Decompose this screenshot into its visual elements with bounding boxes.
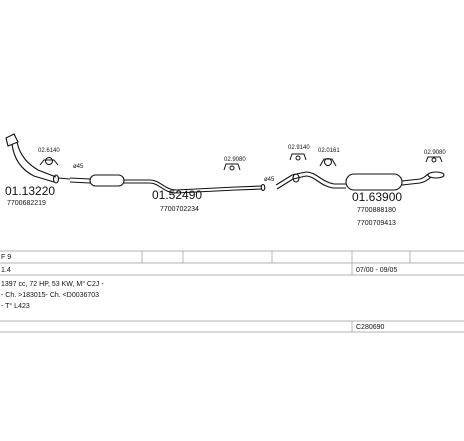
part-number-rear-silencer: 01.63900 [352,190,402,204]
oem-number-rear-silencer-2: 7700709413 [357,220,396,227]
system-number-cell: C280690 [356,324,385,331]
chassis-cell: - Ch. >183015- Ch. <D0036703 [1,292,99,299]
clamp-icon-2 [319,158,337,167]
hanger-icon [289,153,307,161]
engine-cell: 1397 cc, 72 HP, 53 KW, M° C2J - [1,280,104,288]
oem-number-rear-silencer-1: 7700888180 [357,207,396,214]
part-intermediate-pipe [235,183,266,192]
part-downpipe [5,133,71,184]
part-rear-silencer [275,171,445,191]
model-cell: F 9 [1,254,11,261]
diameter-label-2: ø45 [264,177,275,183]
part-front-silencer [69,174,237,194]
period-cell: 07/00 - 09/05 [356,267,397,274]
fitting-label-3: 02.9140 [288,145,310,151]
fitting-label-4: 02.0161 [318,148,340,154]
part-number-front-silencer: 01.52490 [152,188,202,202]
diameter-label-1: ø45 [73,164,84,170]
rubber-mount-icon [223,163,241,171]
clamp-icon [39,157,59,166]
fitting-label-2: 02.9080 [224,157,246,163]
part-number-downpipe: 01.13220 [5,184,55,198]
oem-number-front-silencer: 7700702234 [160,206,199,213]
fitting-label-1: 02.6140 [38,148,60,154]
oem-number-downpipe: 7700682219 [7,200,46,207]
fitting-label-5: 02.9080 [424,150,446,156]
variant-cell: 1.4 [1,267,11,274]
code-cell: - T° L423 [1,302,30,310]
application-table [0,250,464,333]
rubber-mount-icon-2 [425,156,443,163]
